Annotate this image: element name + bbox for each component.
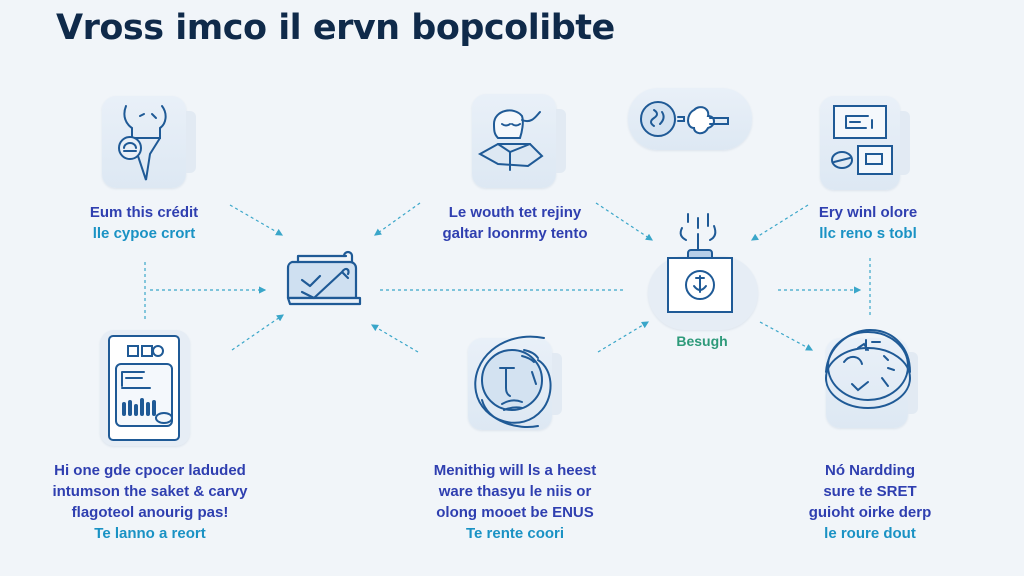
tablet-chart-icon bbox=[108, 335, 180, 441]
node-title: Ery winl olore bbox=[818, 204, 918, 221]
node-label-bottom-right: Nó Nardding sure te SRET guioht oirke de… bbox=[780, 460, 960, 544]
node-desc-line: intumson the saket & carvy bbox=[52, 483, 248, 500]
node-label-bottom-left: Hi one gde cpocer laduded intumson the s… bbox=[20, 460, 280, 544]
node-desc-line: Nó Nardding bbox=[825, 462, 915, 479]
node-label-top-left: Eum this crédit lle cypoe crort bbox=[70, 202, 218, 244]
node-link[interactable]: le roure dout bbox=[824, 525, 916, 542]
node-card-top-right[interactable] bbox=[820, 96, 910, 190]
folder-checkmark-icon[interactable] bbox=[284, 248, 368, 312]
node-card-top-left[interactable] bbox=[102, 96, 196, 188]
node-label-top-center: Le wouth tet rejiny galtar loonrmy tento bbox=[430, 202, 600, 244]
dashboard-screens-icon bbox=[831, 105, 893, 175]
node-label-bottom-center: Menithig will ls a heest ware thasyu le … bbox=[400, 460, 630, 544]
node-card-top-center-right[interactable] bbox=[628, 88, 752, 150]
node-desc-line: guioht oirke derp bbox=[808, 504, 932, 521]
globe-orbit-icon bbox=[474, 335, 552, 428]
face-and-cloud-icon bbox=[640, 101, 729, 137]
character-with-box-icon bbox=[477, 109, 544, 171]
node-subtitle: llc reno s tobl bbox=[819, 225, 917, 242]
hub-caption: Besugh bbox=[676, 333, 728, 349]
node-desc-line: sure te SRET bbox=[823, 483, 917, 500]
node-link[interactable]: Te lanno a reort bbox=[94, 525, 206, 542]
node-desc-line: Menithig will ls a heest bbox=[433, 462, 597, 479]
node-card-top-center[interactable] bbox=[472, 94, 566, 188]
node-desc-line: ware thasyu le niis or bbox=[438, 483, 592, 500]
page-title: Vross imco il ervn bopcolibte bbox=[56, 8, 615, 48]
recycle-disc-icon bbox=[825, 328, 911, 409]
node-link[interactable]: Te rente coori bbox=[465, 525, 565, 542]
node-label-top-right: Ery winl olore llc reno s tobl bbox=[800, 202, 936, 244]
node-desc-line: flagoteol anourig pas! bbox=[71, 504, 229, 521]
node-desc-line: Hi one gde cpocer laduded bbox=[54, 462, 246, 479]
node-subtitle: lle cypoe crort bbox=[92, 225, 196, 242]
robot-head-badge-icon bbox=[118, 105, 167, 181]
node-title: Le wouth tet rejiny bbox=[448, 204, 582, 221]
node-subtitle: galtar loonrmy tento bbox=[442, 225, 588, 242]
clipboard-anchor-icon[interactable] bbox=[660, 206, 740, 336]
node-desc-line: olong mooet be ENUS bbox=[436, 504, 594, 521]
node-title: Eum this crédit bbox=[89, 204, 199, 221]
